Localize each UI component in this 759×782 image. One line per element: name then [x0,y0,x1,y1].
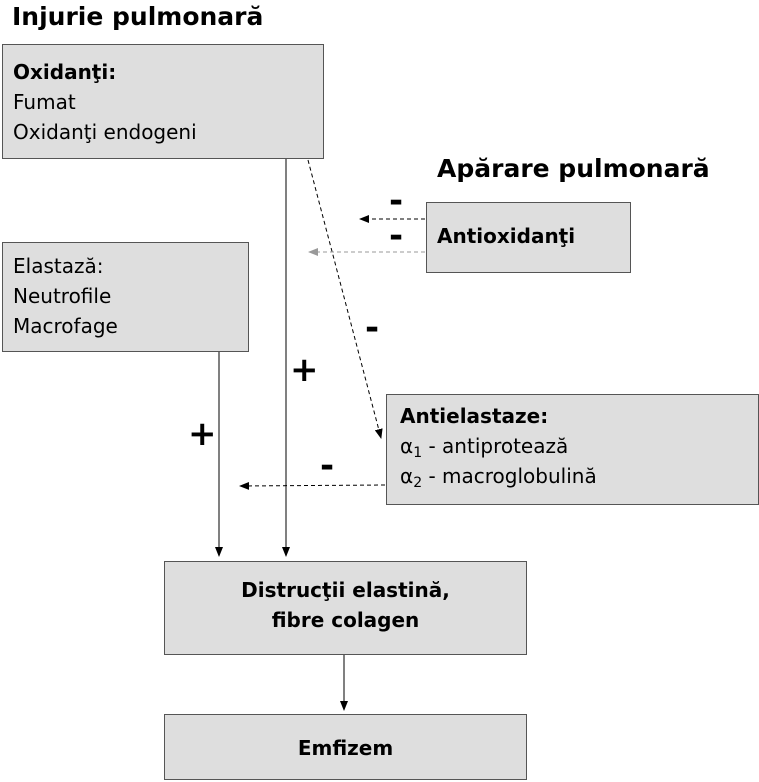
antioxidants-title: Antioxidanţi [437,224,576,248]
elastase-box: Elastază: Neutrofile Macrofage [2,242,249,352]
antielastases-title: Antielastaze: [400,404,549,428]
destruction-line-2: fibre colagen [271,608,420,632]
elastase-item-macrophages: Macrofage [13,314,118,338]
minus-sign-antioxidants-1: - [389,181,404,221]
defense-heading: Apărare pulmonară [437,154,710,183]
arrow-antielastases-inhibit [239,481,386,490]
antielastases-item-1: α1 - antiprotează [400,431,758,461]
emphysema-title: Emfizem [297,736,394,760]
antioxidants-box: Antioxidanţi [426,202,631,273]
alpha-subscript-1: 1 [413,445,423,461]
minus-sign-antioxidants-2: - [389,216,404,256]
antielastases-item-1-text: - antiprotează [422,434,569,458]
oxidants-box: Oxidanţi: Fumat Oxidanţi endogeni [2,44,324,159]
oxidants-item-endogenous: Oxidanţi endogeni [13,120,197,144]
destruction-box: Distrucţii elastină, fibre colagen [164,561,527,655]
emphysema-box: Emfizem [164,714,527,780]
antielastases-box: Antielastaze: α1 - antiprotează α2 - mac… [386,394,759,505]
alpha-symbol-1: α [400,434,414,458]
antielastases-item-2: α2 - macroglobulină [400,461,758,491]
plus-sign-elastase: + [188,414,217,454]
oxidants-item-smoking: Fumat [13,90,76,114]
antielastases-item-2-text: - macroglobulină [422,464,597,488]
minus-sign-antielastases: - [320,446,335,486]
plus-sign-oxidants: + [290,350,319,390]
alpha-subscript-2: 2 [413,475,423,491]
minus-sign-antielastases-path: - [365,308,380,348]
arrow-oxidants-to-antielastases [307,159,383,439]
elastase-item-neutrophils: Neutrofile [13,284,112,308]
destruction-line-1: Distrucţii elastină, [241,578,450,602]
oxidants-title: Oxidanţi: [13,60,117,84]
injury-heading: Injurie pulmonară [12,2,264,31]
elastase-title: Elastază: [13,254,104,278]
alpha-symbol-2: α [400,464,414,488]
